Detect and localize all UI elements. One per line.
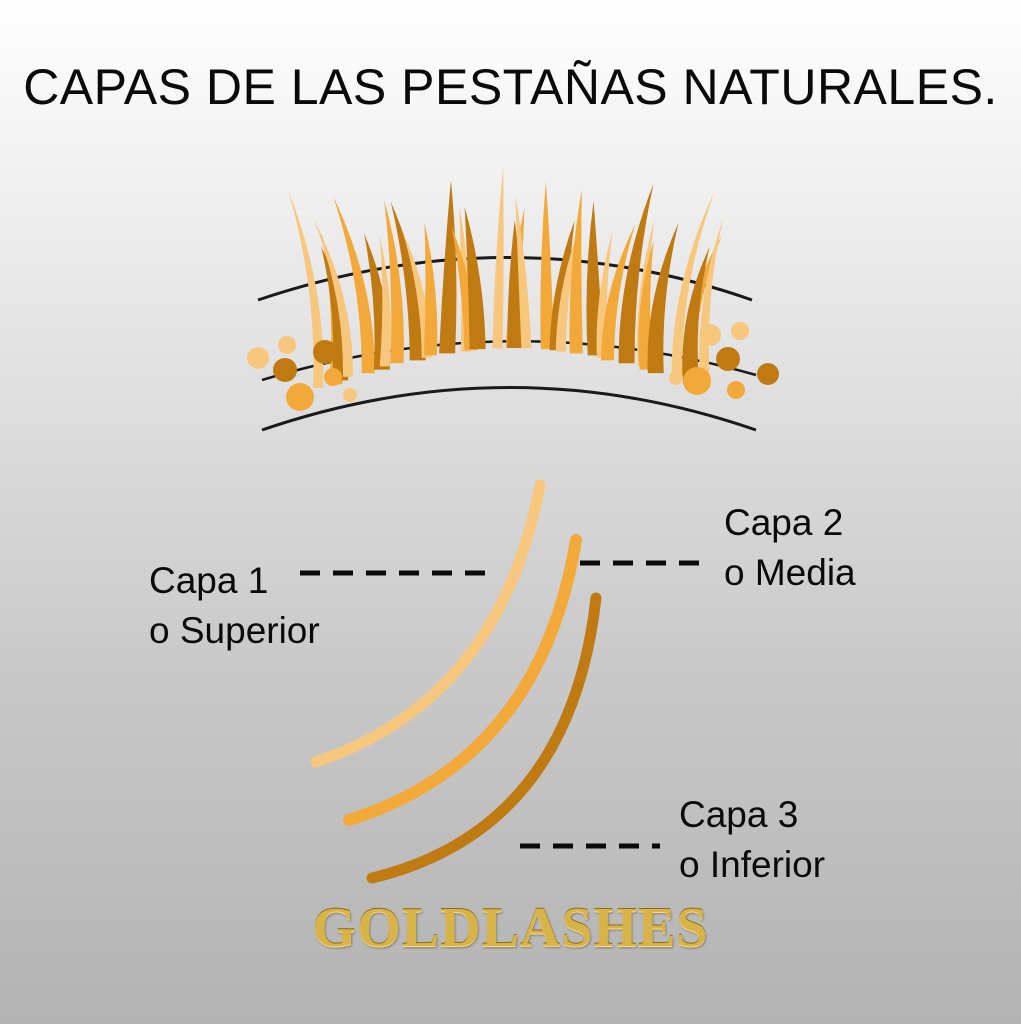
decorative-dot bbox=[313, 340, 337, 364]
eyelash-hair bbox=[390, 201, 426, 361]
decorative-dot bbox=[699, 324, 721, 346]
decorative-dot bbox=[286, 383, 314, 411]
decorative-dots bbox=[247, 322, 779, 411]
label-layer-1: Capa 1 o Superior bbox=[149, 556, 320, 656]
eyelash-hair bbox=[423, 222, 438, 356]
eyelash-hair bbox=[379, 235, 392, 367]
label-layer-1-name: Capa 1 bbox=[149, 560, 269, 601]
eyelash-hair bbox=[569, 189, 583, 354]
label-layer-2: Capa 2 o Media bbox=[724, 498, 856, 598]
eyelash-hair bbox=[699, 218, 724, 388]
eyelash-hair bbox=[464, 206, 486, 350]
eyelash-hair bbox=[507, 220, 524, 349]
decorative-dot bbox=[247, 347, 269, 369]
label-layer-1-desc: o Superior bbox=[149, 610, 320, 651]
decorative-dot bbox=[273, 358, 297, 382]
eyelash-hair bbox=[313, 219, 353, 377]
decorative-dot bbox=[278, 336, 296, 354]
eyelash-hair bbox=[596, 232, 613, 358]
eyelash-hair bbox=[492, 166, 504, 349]
decorative-dot bbox=[716, 347, 740, 371]
page-title: CAPAS DE LAS PESTAÑAS NATURALES. bbox=[23, 59, 998, 115]
eyelash-hair bbox=[549, 220, 575, 351]
eyelash-hair bbox=[333, 196, 375, 374]
lash-curve-layer-1 bbox=[310, 479, 546, 768]
decorative-dot bbox=[343, 388, 357, 402]
eyelash-hair bbox=[439, 179, 457, 354]
eyelash-hair bbox=[671, 191, 715, 377]
decorative-dot bbox=[324, 368, 342, 386]
decorative-dot bbox=[683, 367, 711, 395]
eyelash-hair bbox=[384, 200, 404, 364]
eyelid-line-lower bbox=[261, 386, 757, 432]
label-layer-3: Capa 3 o Inferior bbox=[679, 790, 825, 890]
decorative-dot bbox=[757, 363, 779, 385]
label-layer-2-name: Capa 2 bbox=[724, 502, 844, 543]
eyelash-hair bbox=[600, 224, 636, 361]
eyelash-hair bbox=[320, 245, 349, 381]
eyelash-hairs bbox=[288, 166, 724, 388]
label-layer-3-desc: o Inferior bbox=[679, 844, 826, 885]
eyelash-hair bbox=[288, 190, 324, 388]
decorative-dot bbox=[731, 322, 749, 340]
decorative-dot bbox=[727, 381, 745, 399]
lash-curve-layer-2 bbox=[343, 534, 582, 826]
label-layer-3-name: Capa 3 bbox=[679, 794, 799, 835]
eyelash-hair bbox=[682, 246, 710, 385]
lash-curve-layer-3 bbox=[366, 592, 602, 884]
decorative-dot bbox=[669, 371, 683, 385]
eyelash-hair bbox=[402, 231, 432, 358]
label-layer-2-desc: o Media bbox=[724, 552, 856, 593]
brand-logo: GOLDLASHES bbox=[312, 897, 709, 959]
eyelash-hair bbox=[618, 183, 654, 364]
eyelash-hair bbox=[540, 181, 554, 350]
eyelash-hair bbox=[647, 222, 679, 374]
eyelash-hair bbox=[515, 194, 532, 349]
